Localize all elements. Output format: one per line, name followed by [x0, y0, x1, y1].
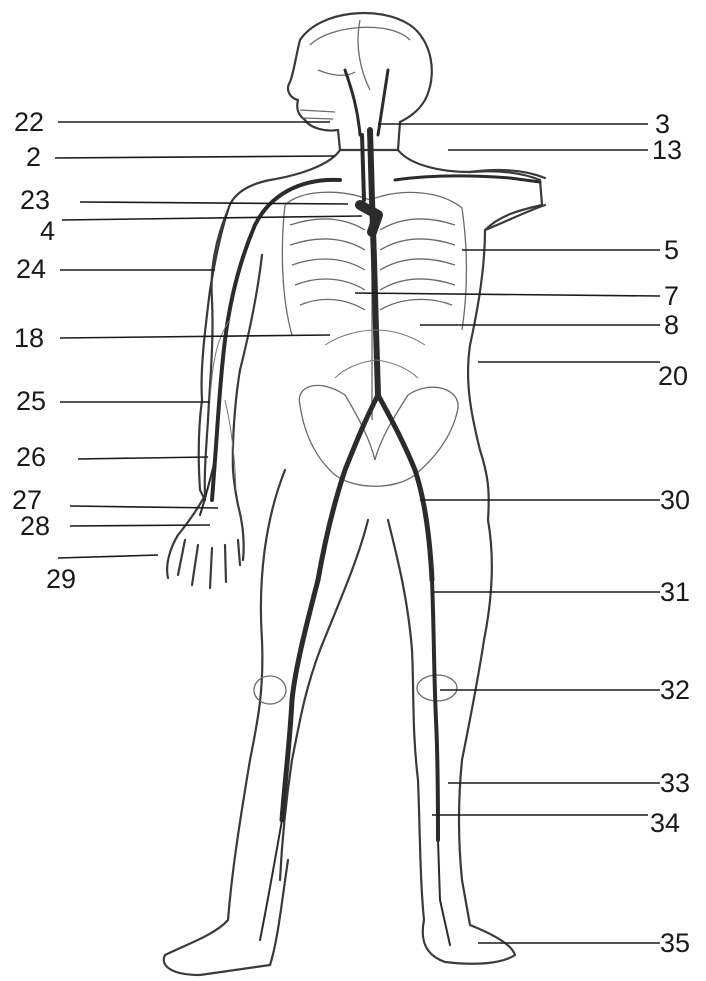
label-13: 13: [652, 135, 682, 165]
label-2: 2: [26, 142, 41, 172]
label-5: 5: [664, 235, 679, 265]
label-30: 30: [660, 485, 690, 515]
leader-2: [55, 156, 335, 158]
label-20: 20: [658, 361, 688, 391]
label-4: 4: [40, 216, 55, 246]
leader-26: [78, 457, 208, 459]
label-18: 18: [14, 323, 44, 353]
label-32: 32: [660, 675, 690, 705]
label-35: 35: [660, 928, 690, 958]
leader-27: [70, 506, 218, 508]
leader-28: [70, 525, 210, 526]
label-33: 33: [660, 768, 690, 798]
label-34: 34: [650, 808, 680, 838]
label-29: 29: [46, 564, 76, 594]
leader-7: [355, 293, 660, 296]
label-25: 25: [16, 386, 46, 416]
label-31: 31: [660, 577, 690, 607]
leader-lines: [55, 122, 660, 943]
leader-18: [60, 335, 330, 338]
label-8: 8: [664, 310, 679, 340]
number-labels: 22 2 23 4 24 18 25 26 27 28 29 3 13 5 7 …: [12, 107, 690, 958]
label-23: 23: [20, 185, 50, 215]
label-24: 24: [16, 254, 46, 284]
label-28: 28: [20, 511, 50, 541]
leader-23: [80, 202, 348, 204]
label-22: 22: [14, 107, 44, 137]
label-26: 26: [16, 442, 46, 472]
leader-29: [58, 555, 158, 558]
label-7: 7: [664, 281, 679, 311]
